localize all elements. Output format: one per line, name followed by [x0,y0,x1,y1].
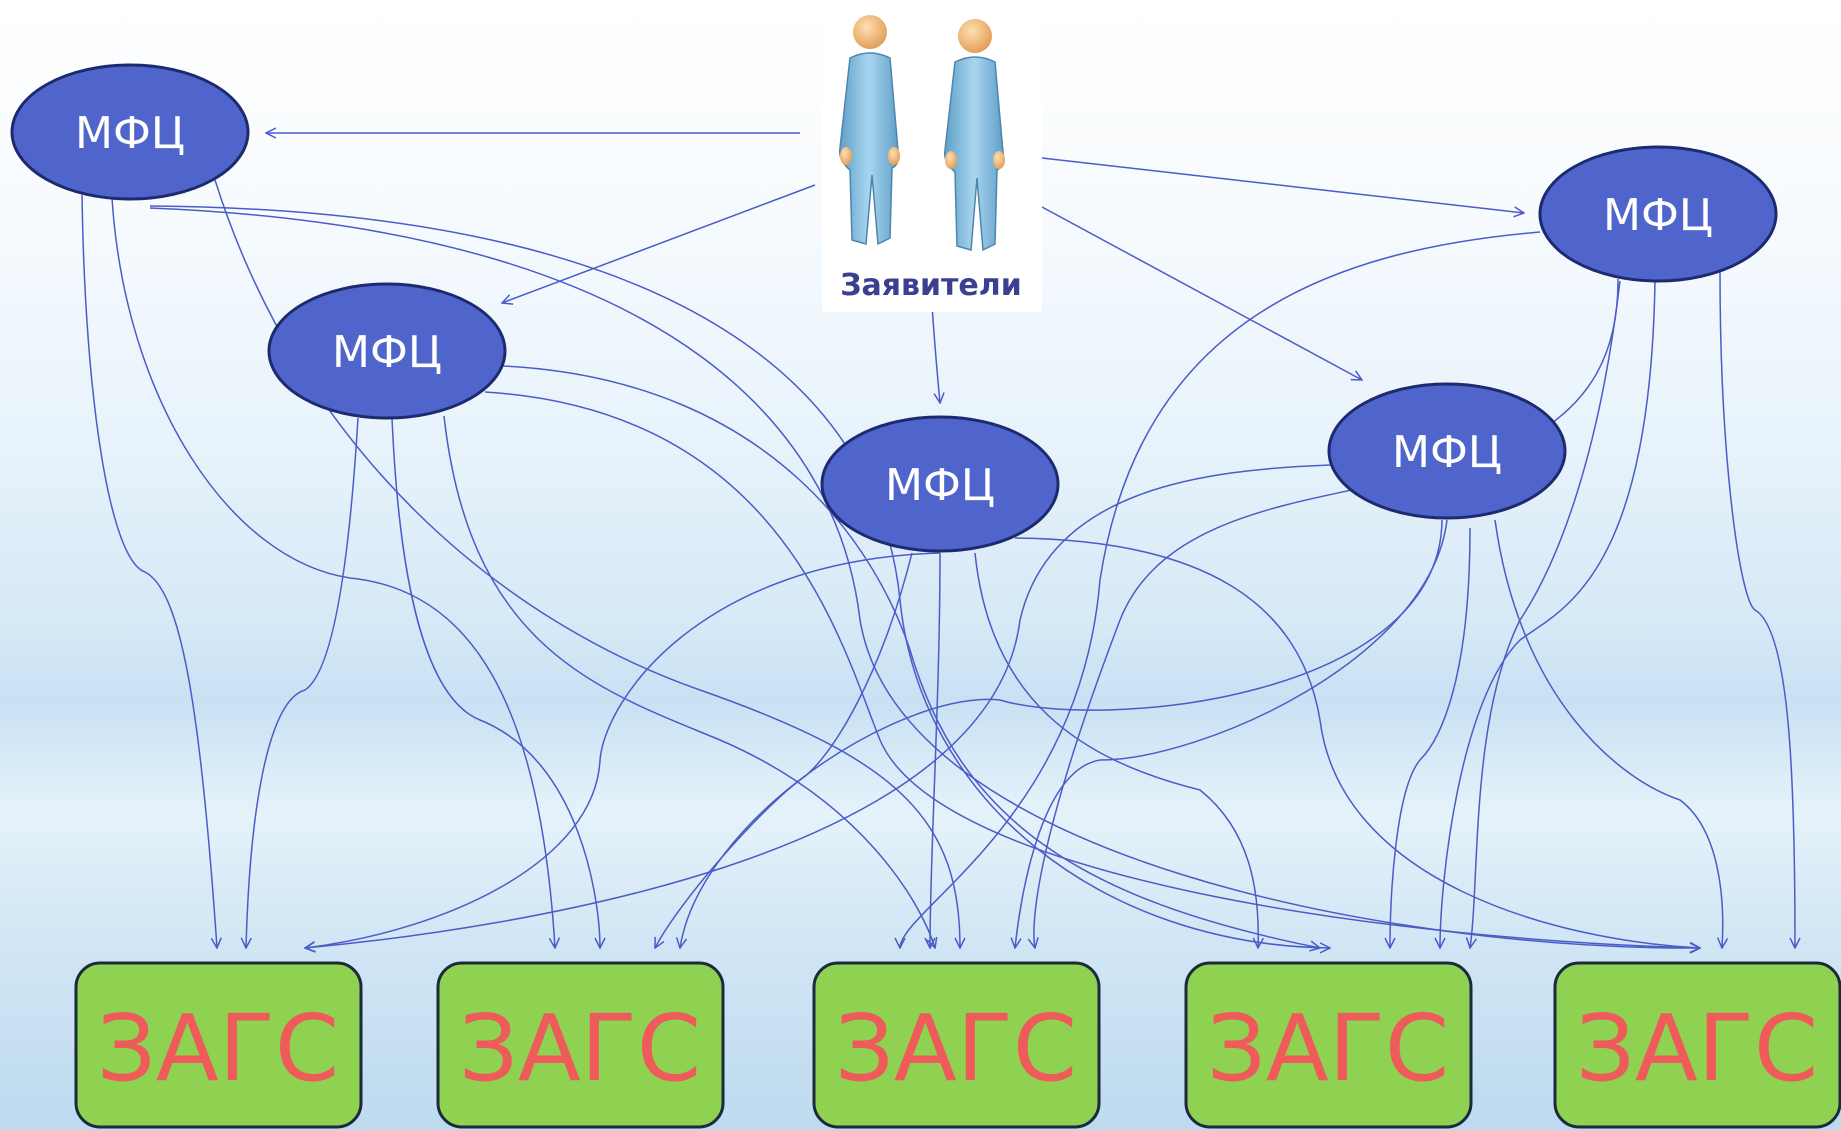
mfc-to-zags-edge [81,194,217,948]
mfc-node[interactable]: МФЦ [1538,145,1778,283]
mfc-label: МФЦ [1603,190,1713,241]
mfc-label: МФЦ [885,460,995,511]
applicants-group: Заявители [822,0,1042,312]
mfc-to-zags-edge [443,415,935,948]
applicant-to-mfc-edge [1041,157,1524,213]
mfc-to-zags-edge [1014,537,1700,948]
mfc-to-zags-edge [1440,280,1656,948]
applicant-to-mfc-edge [502,184,816,303]
mfc-node[interactable]: МФЦ [820,415,1060,553]
mfc-to-zags-edge [111,197,555,948]
mfc-to-zags-edge [680,519,1443,948]
mfc-node[interactable]: МФЦ [10,63,250,201]
person-icon [838,15,900,246]
zags-node[interactable]: ЗАГС [1553,961,1841,1129]
zags-label: ЗАГС [1576,995,1818,1102]
mfc-to-zags-edge [974,552,1258,948]
zags-node[interactable]: ЗАГС [1184,961,1473,1129]
mfc-to-zags-edge [305,464,1331,948]
mfc-to-zags-edge [484,391,1700,948]
mfc-label: МФЦ [332,327,442,378]
person-icon [943,19,1005,252]
two-people-icon [838,15,1005,252]
mfc-node[interactable]: МФЦ [1327,382,1567,520]
mfc-to-zags-edge [1390,527,1471,948]
mfc-to-zags-edge [149,205,1330,948]
mfc-to-zags-edge [502,365,1320,948]
applicant-to-mfc-edge [931,304,940,403]
zags-label: ЗАГС [835,995,1077,1102]
mfc-to-zags-edge [305,552,941,948]
zags-label: ЗАГС [97,995,339,1102]
mfc-to-zags-edge [655,552,913,948]
mfc-label: МФЦ [75,108,185,159]
mfc-label: МФЦ [1392,427,1502,478]
zags-node[interactable]: ЗАГС [812,961,1101,1129]
zags-node[interactable]: ЗАГС [74,961,363,1129]
mfc-to-zags-edge [246,417,359,948]
mfc-node[interactable]: МФЦ [267,282,507,420]
mfc-to-zags-edge [1034,278,1619,948]
mfc-to-zags-edge [1015,519,1448,948]
applicants-label: Заявители [840,268,1022,303]
mfc-to-zags-edge [149,207,1700,948]
zags-node[interactable]: ЗАГС [436,961,725,1129]
mfc-to-zags-edge [1470,280,1621,948]
zags-label: ЗАГС [459,995,701,1102]
applicant-to-mfc-edge [1041,206,1362,380]
mfc-to-zags-edge [900,231,1541,948]
mfc-to-zags-edge [1719,271,1795,948]
mfc-to-zags-edge [391,417,600,948]
edges-layer [81,133,1795,948]
mfc-to-zags-edge [1494,519,1723,948]
zags-label: ЗАГС [1207,995,1449,1102]
